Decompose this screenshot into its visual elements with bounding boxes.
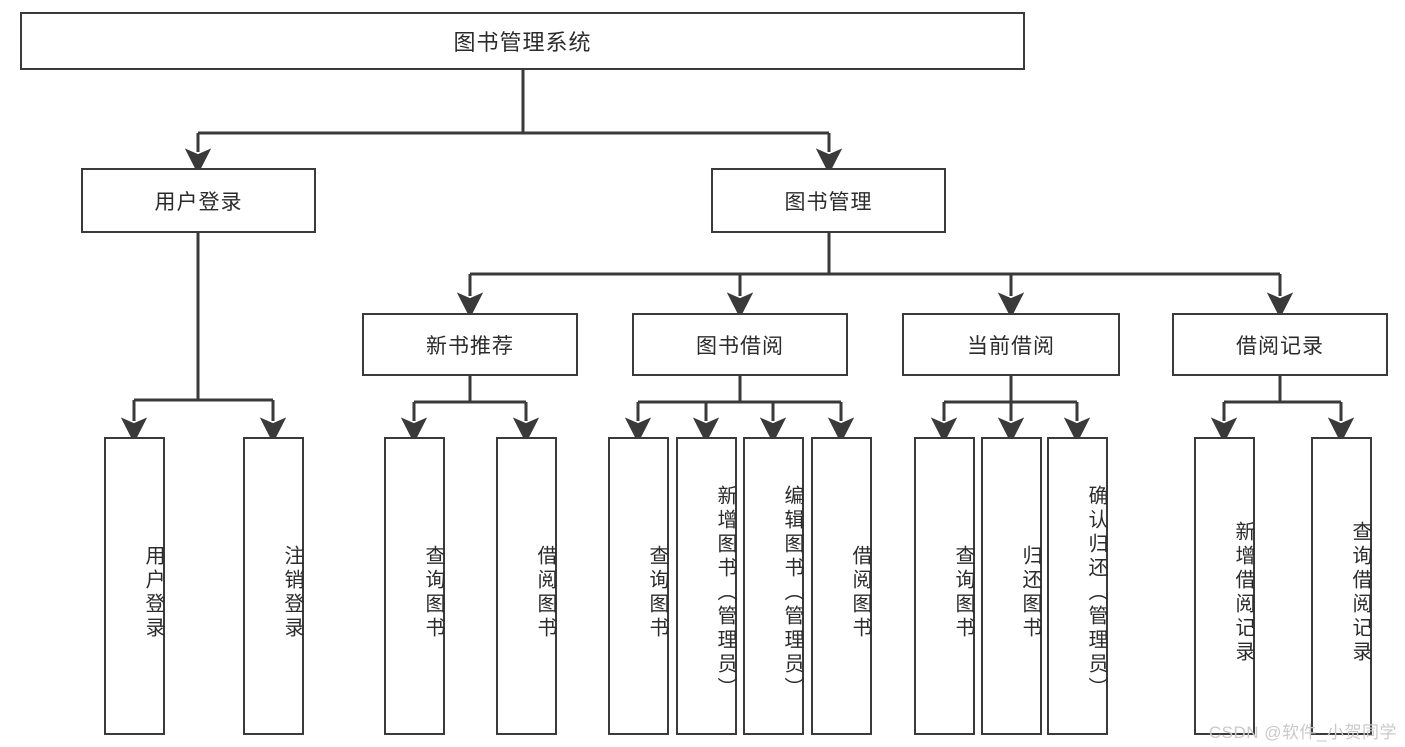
leaf-label: 用户登录 — [142, 545, 164, 641]
node-new-book-recommend-label: 新书推荐 — [426, 334, 514, 358]
leaf-new-book-query[interactable]: 查询图书 — [384, 437, 445, 735]
leaf-current-return-book[interactable]: 归还图书 — [981, 437, 1042, 735]
leaf-label: 借阅图书 — [849, 545, 871, 641]
node-book-borrow-label: 图书借阅 — [696, 334, 784, 358]
leaf-label: 确认归还（管理员） — [1085, 485, 1107, 701]
leaf-label: 编辑图书（管理员） — [781, 485, 803, 701]
node-book-management-label: 图书管理 — [784, 190, 873, 214]
node-borrow-record[interactable]: 借阅记录 — [1172, 313, 1388, 376]
node-book-management[interactable]: 图书管理 — [711, 168, 946, 233]
leaf-new-book-borrow[interactable]: 借阅图书 — [496, 437, 557, 735]
leaf-borrow-edit-book[interactable]: 编辑图书（管理员） — [743, 437, 804, 735]
node-user-login[interactable]: 用户登录 — [81, 168, 316, 233]
leaf-current-query-book[interactable]: 查询图书 — [914, 437, 975, 735]
node-book-borrow[interactable]: 图书借阅 — [632, 313, 848, 376]
leaf-label: 新增借阅记录 — [1232, 521, 1254, 665]
leaf-label: 注销登录 — [281, 545, 303, 641]
leaf-user-login-logout[interactable]: 注销登录 — [243, 437, 304, 735]
leaf-borrow-add-book[interactable]: 新增图书（管理员） — [676, 437, 737, 735]
node-new-book-recommend[interactable]: 新书推荐 — [362, 313, 578, 376]
leaf-user-login-login[interactable]: 用户登录 — [104, 437, 165, 735]
leaf-label: 借阅图书 — [534, 545, 556, 641]
leaf-borrow-borrow-book[interactable]: 借阅图书 — [811, 437, 872, 735]
leaf-current-confirm-return[interactable]: 确认归还（管理员） — [1047, 437, 1108, 735]
leaf-label: 归还图书 — [1019, 545, 1041, 641]
node-borrow-record-label: 借阅记录 — [1236, 334, 1324, 358]
watermark: CSDN @软件_小贺同学 — [1208, 723, 1397, 742]
node-root-label: 图书管理系统 — [453, 30, 592, 55]
leaf-label: 查询借阅记录 — [1349, 521, 1371, 665]
leaf-record-add[interactable]: 新增借阅记录 — [1194, 437, 1255, 735]
leaf-label: 查询图书 — [952, 545, 974, 641]
node-current-borrow-label: 当前借阅 — [967, 334, 1055, 358]
node-user-login-label: 用户登录 — [154, 190, 243, 214]
node-current-borrow[interactable]: 当前借阅 — [902, 313, 1120, 376]
leaf-label: 查询图书 — [422, 545, 444, 641]
leaf-borrow-query-book[interactable]: 查询图书 — [608, 437, 669, 735]
leaf-label: 新增图书（管理员） — [714, 485, 736, 701]
leaf-label: 查询图书 — [646, 545, 668, 641]
leaf-record-query[interactable]: 查询借阅记录 — [1311, 437, 1372, 735]
node-root[interactable]: 图书管理系统 — [20, 12, 1025, 70]
